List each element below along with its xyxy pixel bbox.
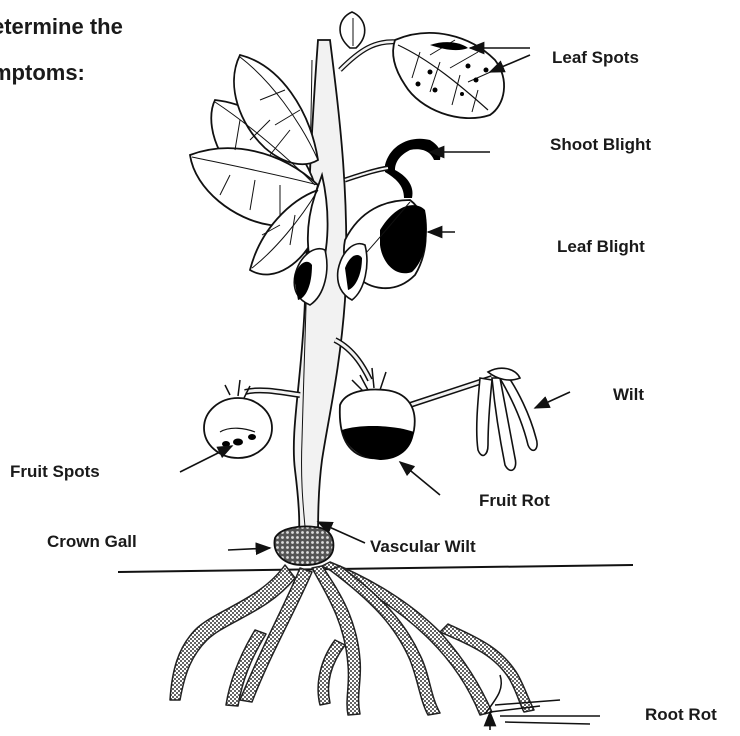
label-vascular-wilt: Vascular Wilt: [370, 538, 476, 555]
crown-gall-mass: [274, 526, 333, 565]
branch-right: [335, 340, 370, 380]
left-leaf-cluster: [190, 55, 328, 280]
heading-line-1: etermine the: [0, 16, 123, 38]
label-leaf-blight: Leaf Blight: [557, 238, 645, 255]
label-fruit-rot: Fruit Rot: [479, 492, 550, 509]
top-bud-leaf: [340, 12, 365, 48]
root-rot-rootlets: [485, 675, 600, 724]
root-system: [170, 562, 534, 715]
fruit-rot-fruit: [340, 368, 415, 460]
label-leaf-spots: Leaf Spots: [552, 49, 639, 66]
leaf-spots-leaf: [393, 33, 504, 118]
label-fruit-spots: Fruit Spots: [10, 463, 100, 480]
label-wilt: Wilt: [613, 386, 644, 403]
shoot-blight-tip: [385, 139, 441, 198]
label-crown-gall: Crown Gall: [47, 533, 137, 550]
label-root-rot: Root Rot: [645, 706, 717, 723]
wilt-leaves: [477, 368, 537, 470]
heading-line-2: mptoms:: [0, 62, 85, 84]
label-shoot-blight: Shoot Blight: [550, 136, 651, 153]
ground-line: [118, 565, 633, 572]
